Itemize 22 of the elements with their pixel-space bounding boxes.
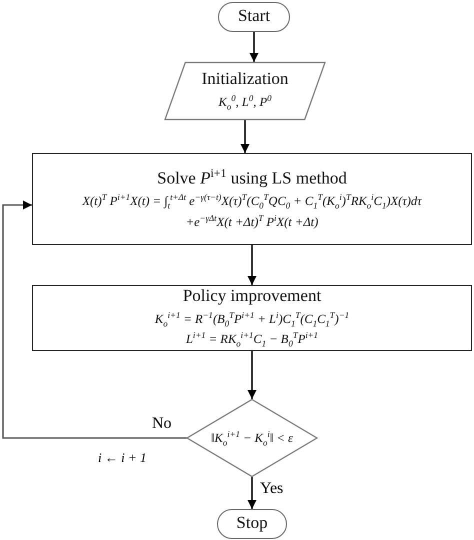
increment-label: i ← i + 1 xyxy=(98,450,146,466)
step-title: Policy improvement xyxy=(182,286,322,306)
step-title: Initialization xyxy=(202,69,288,89)
formula: K$_{o}$$^{0}$, L$^{0}$, P$^{0}$ xyxy=(218,92,272,112)
formula: X(t)$^{T}$ P$^{i+1}$X(t) = ∫$_{t}$$^{t+Δt}$ e$^{−γ(τ−t)}$X(τ)$^{T}$(C$_{0}$$^{T}$QC$_{0}$ + C$_{1}$$^{T}$(K$_{o}$$^{i}$)$^{T}$RK$_{o}$$^{i}$C$_{1}$)X(τ)dτ xyxy=(82,192,422,212)
terminal-box xyxy=(218,2,290,32)
process-box xyxy=(32,153,472,245)
arrow xyxy=(2,200,187,439)
formula: L$^{i+1}$ = RK$_{o}$$^{i+1}$C$_{1}$ − B$_{0}$$^{T}$P$^{i+1}$ xyxy=(186,330,318,349)
terminal-box xyxy=(217,509,287,539)
process-box xyxy=(32,285,472,351)
terminal-label: Start xyxy=(238,6,270,26)
arrow xyxy=(248,245,256,285)
formula: +e$^{−γΔt}$X(t +Δt)$^{T}$ P$^{i}$X(t +Δt) xyxy=(186,213,318,230)
arrow xyxy=(248,477,256,509)
arrow xyxy=(240,120,250,153)
step-title: Solve P$^{i+1}$ using LS method xyxy=(157,167,347,188)
terminal-label: Stop xyxy=(236,512,268,532)
formula: ‖K$_{o}$$^{i+1}$ − K$_{o}$$^{i}$‖ < ε xyxy=(211,428,293,448)
formula: K$_{o}$$^{i+1}$ = R$^{−1}$(B$_{0}$$^{T}$P$^{i+1}$ + L$^{i}$)C$_{1}$$^{T}$(C$_{1}$C$_{1}$$^{T}$)$^{−1}$ xyxy=(154,310,350,328)
arrow xyxy=(248,351,256,399)
arrow xyxy=(250,32,258,62)
